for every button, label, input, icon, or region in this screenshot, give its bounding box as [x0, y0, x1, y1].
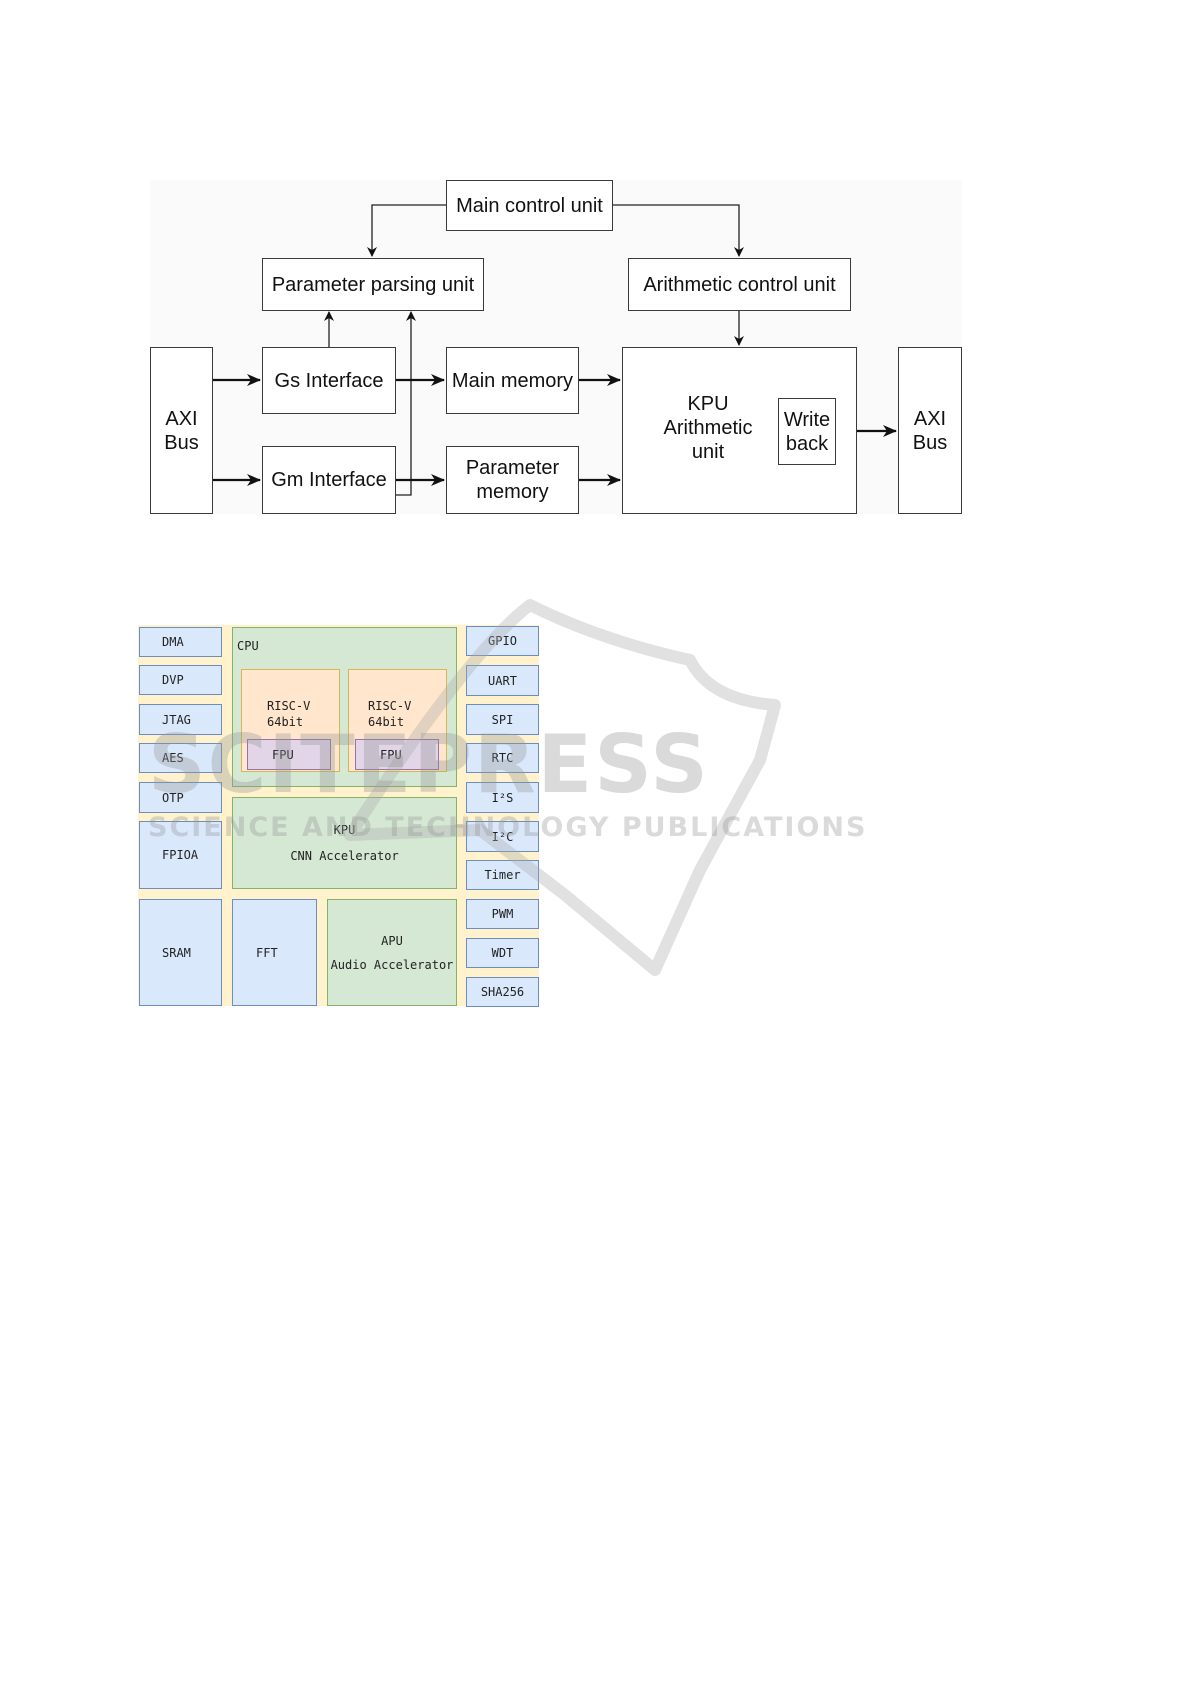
- block-sram: SRAM: [139, 899, 222, 1006]
- write-back: Write back: [778, 398, 836, 465]
- arithmetic-control-unit: Arithmetic control unit: [628, 258, 851, 311]
- block-i2c: I²C: [466, 821, 539, 852]
- gs-interface: Gs Interface: [262, 347, 396, 414]
- block-spi-label: SPI: [491, 712, 514, 727]
- axi-bus-output-label-1: AXI: [913, 407, 947, 430]
- main-control-unit-label: Main control unit: [456, 194, 603, 217]
- edge-gm-to-ppu: [395, 311, 416, 496]
- parameter-memory: Parameter memory: [446, 446, 579, 514]
- block-fft: FFT: [232, 899, 317, 1006]
- block-otp-label: OTP: [162, 790, 184, 805]
- cpu-core-2-label-2: 64bit: [368, 715, 405, 729]
- block-gpio: GPIO: [466, 626, 539, 656]
- edge-mcu-to-ppu: [367, 204, 446, 257]
- write-back-label-2: back: [785, 432, 829, 455]
- block-i2s-label: I²S: [491, 790, 514, 805]
- block-apu-label: APU: [381, 933, 403, 948]
- block-uart: UART: [466, 665, 539, 696]
- block-spi: SPI: [466, 704, 539, 735]
- block-dvp-label: DVP: [162, 673, 184, 687]
- cpu-core-2-fpu: FPU: [355, 739, 439, 770]
- block-cpu: CPU RISC-V 64bit FPU RISC-V 64bit FPU: [232, 627, 457, 787]
- block-i2s: I²S: [466, 782, 539, 813]
- block-kpu: KPU CNN Accelerator: [232, 797, 457, 889]
- block-rtc: RTC: [466, 743, 539, 773]
- cpu-core-2: RISC-V 64bit FPU: [348, 669, 447, 772]
- axi-bus-output-label-2: Bus: [912, 431, 948, 454]
- arithmetic-control-unit-label: Arithmetic control unit: [643, 273, 836, 296]
- watermark-subtitle: SCIENCE AND TECHNOLOGY PUBLICATIONS: [148, 812, 867, 843]
- watermark-subtitle-text: SCIENCE AND TECHNOLOGY PUBLICATIONS: [148, 812, 868, 843]
- block-apu-sublabel: Audio Accelerator: [330, 957, 454, 972]
- parameter-memory-label-1: Parameter: [465, 457, 560, 479]
- block-sha256: SHA256: [466, 977, 539, 1007]
- block-wdt: WDT: [466, 938, 539, 968]
- watermark-title: SCITEPRESS: [148, 718, 710, 811]
- gs-interface-label: Gs Interface: [274, 369, 384, 392]
- kpu-arithmetic-unit-label-2: Arithmetic: [663, 417, 753, 439]
- cpu-core-1-fpu: FPU: [247, 739, 331, 770]
- write-back-label-1: Write: [783, 408, 831, 431]
- block-aes-label: AES: [162, 751, 184, 765]
- gm-interface: Gm Interface: [262, 446, 396, 514]
- block-kpu-sublabel: CNN Accelerator: [290, 849, 399, 863]
- parameter-memory-label-2: memory: [476, 481, 549, 503]
- block-gpio-label: GPIO: [488, 634, 517, 648]
- cpu-core-1-label-1: RISC-V: [267, 699, 311, 713]
- kpu-arithmetic-unit-label-1: KPU: [687, 393, 729, 415]
- block-dvp: DVP: [139, 665, 222, 695]
- block-wdt-label: WDT: [491, 946, 514, 960]
- block-dma: DMA: [139, 627, 222, 657]
- block-otp: OTP: [139, 782, 222, 813]
- block-timer-label: Timer: [484, 868, 521, 882]
- axi-bus-input: AXI Bus: [150, 347, 213, 514]
- main-control-unit: Main control unit: [446, 180, 613, 231]
- main-memory-label: Main memory: [451, 369, 574, 392]
- block-apu: APU Audio Accelerator: [327, 899, 457, 1006]
- cpu-core-1-fpu-label: FPU: [272, 747, 294, 762]
- cpu-core-2-label-1: RISC-V: [368, 699, 412, 713]
- cpu-core-1: RISC-V 64bit FPU: [241, 669, 340, 772]
- block-pwm-label: PWM: [491, 907, 514, 921]
- block-fpioa-label: FPIOA: [162, 848, 199, 862]
- block-sram-label: SRAM: [162, 945, 191, 960]
- block-cpu-label: CPU: [237, 639, 259, 653]
- watermark-title-text: SCITEPRESS: [148, 718, 710, 811]
- axi-bus-input-label-2: Bus: [164, 431, 199, 454]
- cpu-core-2-fpu-label: FPU: [380, 747, 402, 762]
- edge-mcu-to-acu: [612, 204, 744, 257]
- gm-interface-label: Gm Interface: [271, 469, 387, 491]
- block-aes: AES: [139, 743, 222, 773]
- block-uart-label: UART: [488, 673, 517, 688]
- kpu-arithmetic-unit-label-3: unit: [691, 441, 725, 463]
- block-pwm: PWM: [466, 899, 539, 929]
- axi-bus-output: AXI Bus: [898, 347, 962, 514]
- block-jtag: JTAG: [139, 704, 222, 735]
- axi-bus-input-label-1: AXI: [165, 407, 198, 430]
- block-kpu-label: KPU: [333, 823, 356, 837]
- block-rtc-label: RTC: [491, 751, 514, 765]
- block-sha256-label: SHA256: [480, 985, 525, 999]
- block-i2c-label: I²C: [491, 829, 514, 844]
- block-fft-label: FFT: [256, 945, 278, 960]
- cpu-core-1-label-2: 64bit: [267, 715, 304, 729]
- parameter-parsing-unit: Parameter parsing unit: [262, 258, 484, 311]
- main-memory: Main memory: [446, 347, 579, 414]
- parameter-parsing-unit-label: Parameter parsing unit: [271, 273, 475, 296]
- block-timer: Timer: [466, 860, 539, 890]
- block-fpioa: FPIOA: [139, 821, 222, 889]
- block-dma-label: DMA: [162, 635, 184, 649]
- block-jtag-label: JTAG: [162, 712, 191, 727]
- kpu-arithmetic-unit: KPU Arithmetic unit Write back: [622, 347, 857, 514]
